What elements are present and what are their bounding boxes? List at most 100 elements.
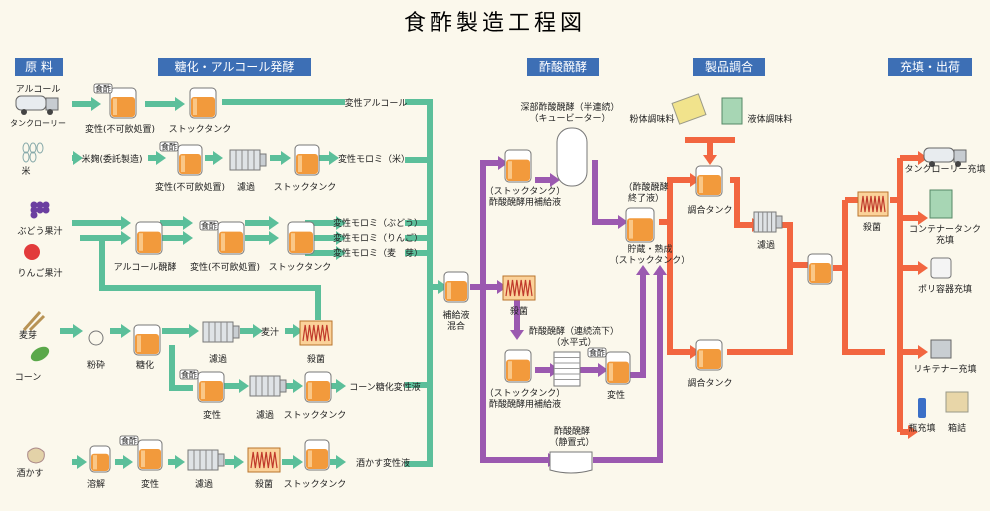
flow-arrow: [690, 173, 700, 187]
section-saccharification: [158, 58, 311, 76]
box-icon: [945, 391, 969, 413]
input-grape-label: ぶどう果汁: [17, 225, 62, 237]
filter-icon: [249, 375, 287, 397]
grape-icon: [30, 206, 38, 214]
blend-tank-label: 調合タンク: [687, 204, 732, 216]
tank-icon: [197, 371, 225, 403]
flow-pipe: [593, 275, 663, 463]
flow-arrow: [269, 216, 279, 230]
output-moromi-apple: 変性モロミ（りんご）: [333, 232, 423, 244]
flow-arrow: [175, 97, 185, 111]
tanker-lorry-icon: [923, 147, 967, 167]
flow-pipe: [169, 345, 193, 391]
input-corn-label: コーン: [15, 373, 42, 383]
step-denature-label: 変性(不可飲処置): [190, 261, 260, 273]
step-denature-label: 変性: [203, 409, 221, 421]
step-sterilize-label: 殺菌: [255, 478, 273, 490]
vinegar-badge: 食酢: [93, 84, 113, 94]
flow-arrow: [336, 379, 346, 393]
flow-arrow: [121, 231, 131, 245]
output-corn-liquid: コーン糖化変性液: [349, 381, 421, 393]
liquid-seasoning-icon: [721, 97, 743, 125]
step-sterilize-label: 殺菌: [307, 353, 325, 365]
output-moromi-grape: 変性モロミ（ぶどう）: [333, 217, 423, 229]
sterilizer-icon: [502, 275, 536, 301]
flow-pipe: [667, 222, 690, 355]
blend-tank-icon: [695, 165, 723, 197]
flow-arrow: [239, 379, 249, 393]
flow-pipe: [630, 275, 646, 378]
step-stock-tank-label: ストックタンク: [284, 479, 347, 490]
flow-arrow: [636, 265, 650, 275]
mix-tank-icon: [443, 271, 469, 303]
acetic-continuous-label: 酢酸醗酵（連続流下）（水平式）: [529, 325, 619, 348]
input-tanker-label: タンクローリー: [10, 119, 66, 128]
diagram-title: 食酢製造工程図: [404, 11, 586, 36]
dissolve-tank-icon: [89, 445, 111, 473]
flow-arrow: [598, 363, 608, 377]
input-rice-label: 米: [21, 165, 30, 177]
flow-arrow: [121, 216, 131, 230]
aging-tank-icon: [625, 207, 655, 243]
vinegar-badge: 食酢: [119, 436, 139, 446]
section-acetic: [527, 58, 599, 76]
step-alcohol-ferment-label: アルコール醗酵: [114, 261, 177, 273]
blend-sterilize-label: 殺菌: [863, 221, 881, 233]
tank-icon: [137, 439, 163, 471]
flow-pipe: [480, 160, 498, 287]
input-malt-label: 麦芽: [19, 329, 37, 341]
step-stock-tank-label: ストックタンク: [274, 182, 337, 193]
fill-liquitainer-label: リキテナー充填: [913, 363, 976, 375]
stock-tank-icon: [189, 87, 217, 119]
badge-label: 食酢: [121, 436, 137, 446]
tank-icon: [217, 221, 245, 255]
flow-arrow: [690, 345, 700, 359]
flow-arrow: [77, 455, 87, 469]
step-stock-tank-label: ストックタンク: [284, 410, 347, 421]
sterilizer-icon: [857, 191, 889, 217]
badge-label: 食酢: [181, 370, 197, 380]
sterilizer-icon: [299, 320, 333, 346]
flow-arrow: [703, 155, 717, 165]
output-sake-lees-liquid: 酒かす変性液: [356, 457, 410, 469]
section-fill: [888, 58, 972, 76]
flow-arrow: [213, 151, 223, 165]
rice-grain-icon: [22, 142, 30, 154]
cubitator-icon: [556, 127, 588, 187]
supply-tank-icon: [504, 349, 532, 383]
flow-arrow: [269, 231, 279, 245]
grape-icon: [36, 201, 44, 209]
flow-pipe: [727, 265, 793, 355]
flow-arrow: [293, 324, 303, 338]
input-alcohol-label: アルコール: [16, 85, 61, 95]
stock-tank-icon: [304, 439, 330, 471]
flow-arrow: [253, 324, 263, 338]
flow-arrow: [329, 151, 339, 165]
section-acetic-label: 酢酸醗酵: [539, 59, 587, 74]
step-crush-label: 粉砕: [87, 359, 105, 371]
rice-grain-icon: [36, 142, 44, 154]
section-fill-label: 充填・出荷: [900, 59, 960, 74]
flow-arrow: [918, 345, 928, 359]
step-dissolve-label: 溶解: [87, 478, 105, 490]
acetic-static-label: 酢酸醗酵（静置式）: [549, 425, 594, 448]
grape-icon: [30, 201, 38, 209]
flow-pipe: [730, 177, 752, 228]
grape-icon: [30, 211, 38, 219]
vinegar-badge: 食酢: [179, 370, 199, 380]
flow-arrow: [618, 215, 628, 229]
fill-container-label: コンテナータンク充填: [909, 224, 981, 246]
flow-arrow: [91, 97, 101, 111]
collector-pipe: [405, 99, 433, 467]
apple-icon: [24, 244, 40, 260]
rice-grain-icon: [29, 151, 37, 163]
section-saccharification-label: 糖化・アルコール発酵: [175, 59, 295, 74]
filter-icon: [202, 321, 240, 343]
flow-arrow: [653, 265, 667, 275]
blend-filtration-label: 濾過: [757, 239, 775, 251]
badge-label: 食酢: [589, 348, 605, 358]
sterilizer-icon: [247, 447, 281, 473]
flow-arrow: [189, 324, 199, 338]
flow-pipe: [659, 177, 690, 225]
flow-arrow: [336, 216, 346, 230]
